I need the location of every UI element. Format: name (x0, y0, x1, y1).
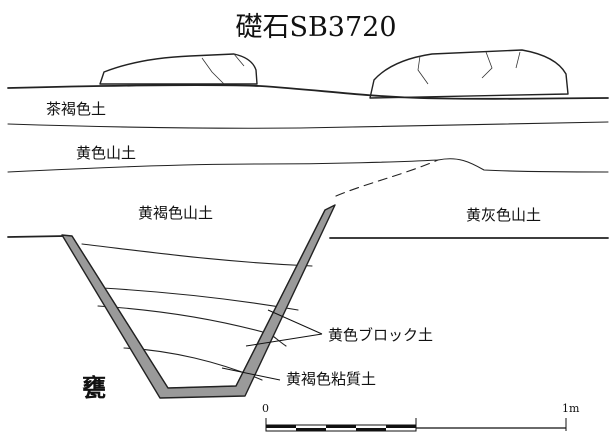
scale-label-end: 1m (562, 402, 580, 415)
pit-top-line-left (7, 235, 67, 238)
ground-surface-line (7, 84, 609, 100)
pot-inner-rim (71, 209, 326, 389)
drawing-title: 礎石SB3720 (235, 12, 396, 43)
leader-nenshitsu (221, 367, 281, 381)
layer-boundary-2 (7, 158, 609, 173)
scale-bar: 0 1m (262, 402, 580, 432)
feature-label-pot: 甕 (82, 373, 106, 402)
layer-label-kihai-yama: 黄灰色山土 (466, 206, 541, 224)
fill-label-block: 黄色ブロック土 (328, 326, 433, 344)
scale-label-start: 0 (262, 402, 269, 415)
foundation-stone-right (369, 49, 569, 99)
layer-label-chakasshoku: 茶褐色土 (46, 100, 106, 118)
layer-label-kikasshoku-yama: 黄褐色山土 (138, 204, 213, 222)
fill-label-nenshitsu: 黄褐色粘質土 (286, 370, 376, 388)
leader-block-lower (245, 333, 323, 347)
layer-boundary-2-dashed (335, 159, 439, 197)
layer-label-kiiro-yama: 黄色山土 (76, 144, 136, 162)
layer-boundary-1 (7, 121, 609, 129)
leader-block-upper (267, 309, 323, 335)
foundation-stone-left (99, 53, 258, 85)
